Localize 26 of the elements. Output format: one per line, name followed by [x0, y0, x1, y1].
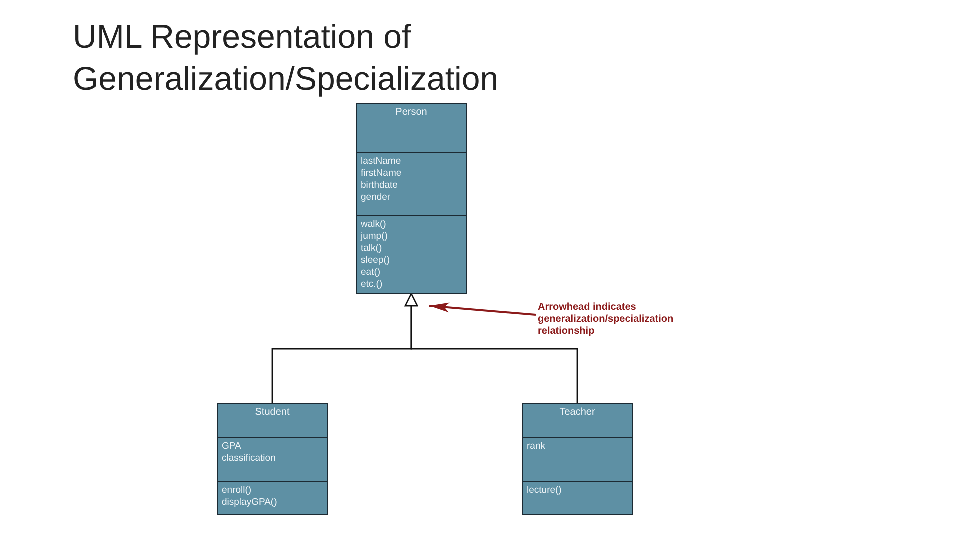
member-text: firstName [361, 168, 403, 180]
class-box [522, 403, 633, 515]
member-text: birthdate [361, 180, 399, 192]
member-text: rank [527, 441, 546, 454]
member-text: etc.() [361, 278, 384, 291]
member-text: jump() [361, 230, 389, 243]
class-name: Student [255, 407, 290, 420]
member-text: eat() [361, 266, 382, 279]
member-text: displayGPA() [222, 496, 278, 509]
member-text: lastName [361, 156, 402, 168]
member-text: sleep() [361, 254, 392, 267]
class-box [217, 403, 328, 515]
annotation-text: Arrowhead indicates generalization/specialization relationship [538, 302, 708, 338]
generalization-arrow [404, 293, 578, 403]
member-text: gender [361, 192, 392, 204]
member-text: talk() [361, 242, 384, 255]
member-text: classification [222, 453, 277, 466]
class-name: Person [396, 107, 428, 120]
leader-arrow [429, 302, 536, 316]
class-box [356, 103, 467, 294]
member-text: GPA [222, 441, 242, 454]
class-name: Teacher [560, 407, 596, 420]
member-text: walk() [361, 218, 388, 231]
member-text: lecture() [527, 484, 563, 497]
member-text: enroll() [222, 484, 253, 497]
slide-title: UML Representation of Generalization/Specialization [73, 17, 500, 99]
